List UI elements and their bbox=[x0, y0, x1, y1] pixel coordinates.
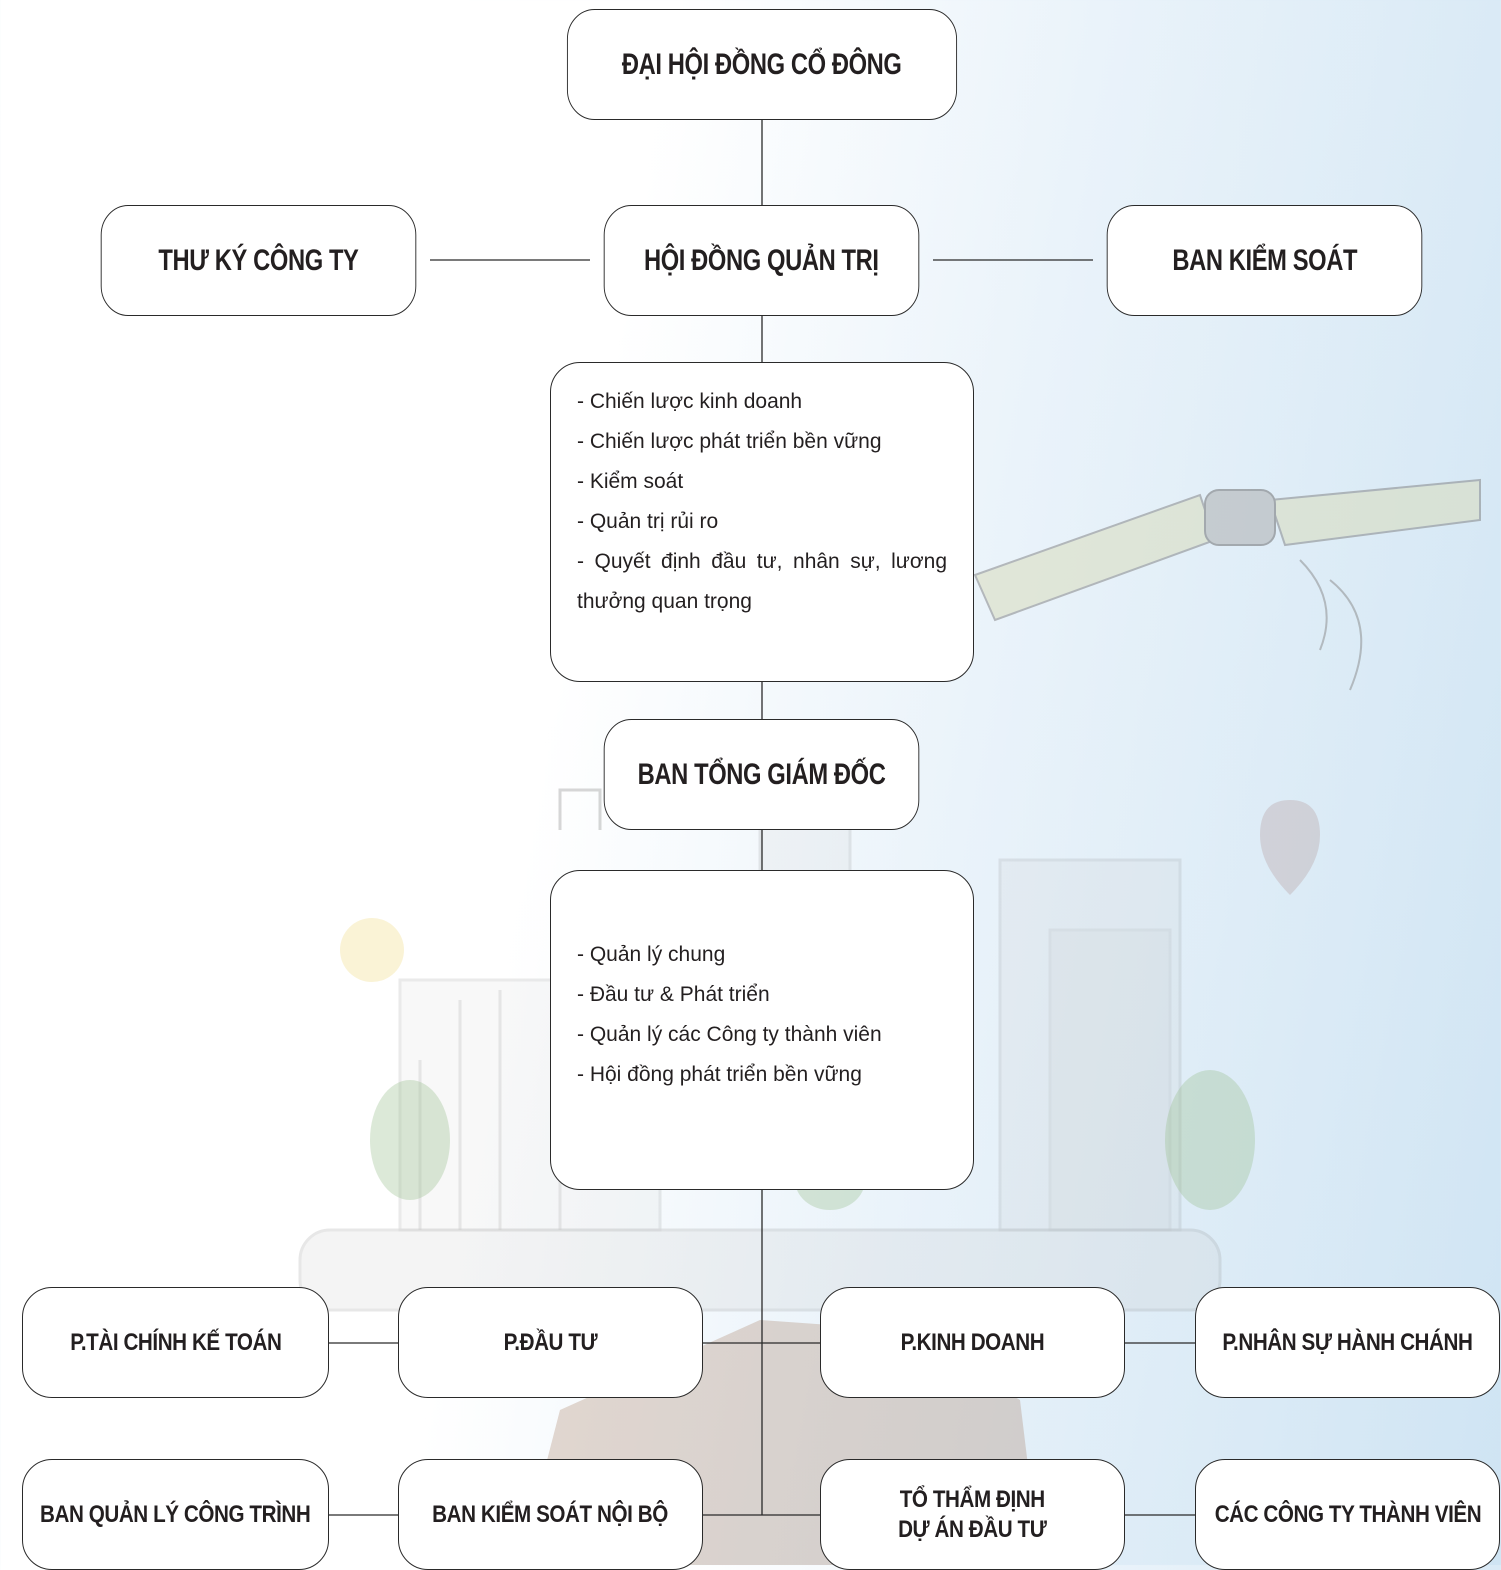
dept-label: BAN QUẢN LÝ CÔNG TRÌNH bbox=[40, 1500, 311, 1528]
dept-label: P.NHÂN SỰ HÀNH CHÁNH bbox=[1222, 1328, 1473, 1356]
executive-board-box: BAN TỔNG GIÁM ĐỐC bbox=[603, 719, 920, 830]
executive-duties-list: - Quản lý chung - Đầu tư & Phát triển - … bbox=[577, 935, 882, 1095]
dept-label: P.KINH DOANH bbox=[900, 1328, 1045, 1356]
finance-accounting-dept-box: P.TÀI CHÍNH KẾ TOÁN bbox=[22, 1287, 329, 1398]
company-secretary-box: THƯ KÝ CÔNG TY bbox=[100, 205, 417, 316]
investment-dept-box: P.ĐẦU TƯ bbox=[398, 1287, 703, 1398]
appraisal-label-line2: DỰ ÁN ĐẦU TƯ bbox=[898, 1515, 1047, 1543]
board-duty-item: - Chiến lược kinh doanh bbox=[577, 390, 803, 413]
board-of-directors-box: HỘI ĐỒNG QUẢN TRỊ bbox=[603, 205, 920, 316]
supervisory-board-label: BAN KIỂM SOÁT bbox=[1172, 243, 1357, 277]
dept-label: BAN KIỂM SOÁT NỘI BỘ bbox=[432, 1500, 669, 1528]
board-duty-item: - Quản trị rủi ro bbox=[577, 510, 719, 533]
investment-appraisal-box: TỔ THẨM ĐỊNH DỰ ÁN ĐẦU TƯ bbox=[820, 1459, 1125, 1570]
executive-duties-box: - Quản lý chung - Đầu tư & Phát triển - … bbox=[550, 870, 974, 1190]
executive-duty-item: - Quản lý chung bbox=[577, 943, 726, 966]
construction-management-box: BAN QUẢN LÝ CÔNG TRÌNH bbox=[22, 1459, 329, 1570]
board-duties-box: - Chiến lược kinh doanh - Chiến lược phá… bbox=[550, 362, 974, 682]
shareholders-meeting-label: ĐẠI HỘI ĐỒNG CỔ ĐÔNG bbox=[622, 47, 902, 81]
executive-duty-item: - Quản lý các Công ty thành viên bbox=[577, 1023, 882, 1046]
company-secretary-label: THƯ KÝ CÔNG TY bbox=[158, 243, 359, 277]
board-of-directors-label: HỘI ĐỒNG QUẢN TRỊ bbox=[644, 243, 879, 277]
executive-board-label: BAN TỔNG GIÁM ĐỐC bbox=[637, 757, 886, 791]
member-companies-box: CÁC CÔNG TY THÀNH VIÊN bbox=[1195, 1459, 1500, 1570]
appraisal-label-line1: TỔ THẨM ĐỊNH bbox=[899, 1485, 1046, 1513]
dept-label: P.ĐẦU TƯ bbox=[503, 1328, 598, 1356]
supervisory-board-box: BAN KIỂM SOÁT bbox=[1106, 205, 1423, 316]
business-dept-box: P.KINH DOANH bbox=[820, 1287, 1125, 1398]
dept-label: P.TÀI CHÍNH KẾ TOÁN bbox=[69, 1328, 282, 1356]
dept-label: CÁC CÔNG TY THÀNH VIÊN bbox=[1214, 1500, 1481, 1528]
executive-duty-item: - Hội đồng phát triển bền vững bbox=[577, 1063, 862, 1086]
board-duty-item: - Kiểm soát bbox=[577, 470, 684, 493]
board-duty-item: - Quyết định đầu tư, nhân sự, lương thưở… bbox=[577, 550, 947, 613]
hr-admin-dept-box: P.NHÂN SỰ HÀNH CHÁNH bbox=[1195, 1287, 1500, 1398]
board-duty-item: - Chiến lược phát triển bền vững bbox=[577, 430, 882, 453]
executive-duty-item: - Đầu tư & Phát triển bbox=[577, 983, 770, 1006]
appraisal-label: TỔ THẨM ĐỊNH DỰ ÁN ĐẦU TƯ bbox=[898, 1485, 1047, 1545]
board-duties-list: - Chiến lược kinh doanh - Chiến lược phá… bbox=[577, 382, 947, 622]
shareholders-meeting-box: ĐẠI HỘI ĐỒNG CỔ ĐÔNG bbox=[566, 9, 958, 120]
internal-control-box: BAN KIỂM SOÁT NỘI BỘ bbox=[398, 1459, 703, 1570]
